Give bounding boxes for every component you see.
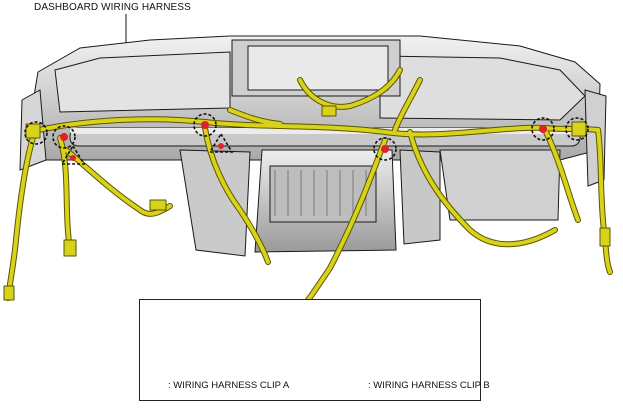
connector bbox=[25, 123, 41, 139]
legend-clip-a-label: : WIRING HARNESS CLIP A bbox=[168, 380, 290, 391]
callout-label: DASHBOARD WIRING HARNESS bbox=[34, 2, 191, 13]
clip-a-marker bbox=[24, 121, 48, 145]
clip-a-marker bbox=[373, 137, 397, 161]
clip-a-marker bbox=[565, 117, 589, 141]
clip-a-markers bbox=[24, 113, 589, 161]
connector bbox=[321, 105, 337, 117]
connector bbox=[599, 227, 611, 247]
clip-b-markers bbox=[60, 132, 234, 165]
clip-a-marker bbox=[193, 113, 217, 137]
clip-a-marker bbox=[531, 117, 555, 141]
clip-b-marker bbox=[60, 144, 86, 165]
connector bbox=[3, 285, 15, 301]
legend-clip-b-label: : WIRING HARNESS CLIP B bbox=[368, 380, 490, 391]
clip-b-marker bbox=[208, 132, 234, 153]
clip-a-marker bbox=[52, 125, 76, 149]
connector bbox=[571, 121, 587, 137]
legend-box bbox=[139, 299, 481, 401]
connector bbox=[149, 199, 167, 211]
connector bbox=[63, 239, 77, 257]
